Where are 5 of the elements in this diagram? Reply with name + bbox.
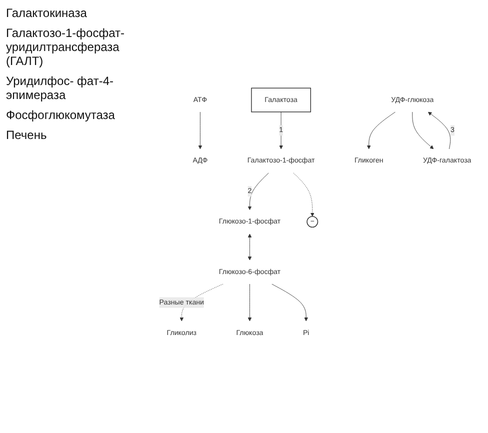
enzyme-label: Галактозо-1-фосфат- уридилтрансфераза (ГАЛТ) xyxy=(6,26,126,68)
enzyme-label: Фосфоглюкомутаза xyxy=(6,108,116,122)
enzyme-label: Уридилфос- фат-4-эпимераза xyxy=(6,74,114,102)
enzyme-label: Печень xyxy=(6,128,48,142)
enzyme-label: Галактокиназа xyxy=(6,6,88,20)
